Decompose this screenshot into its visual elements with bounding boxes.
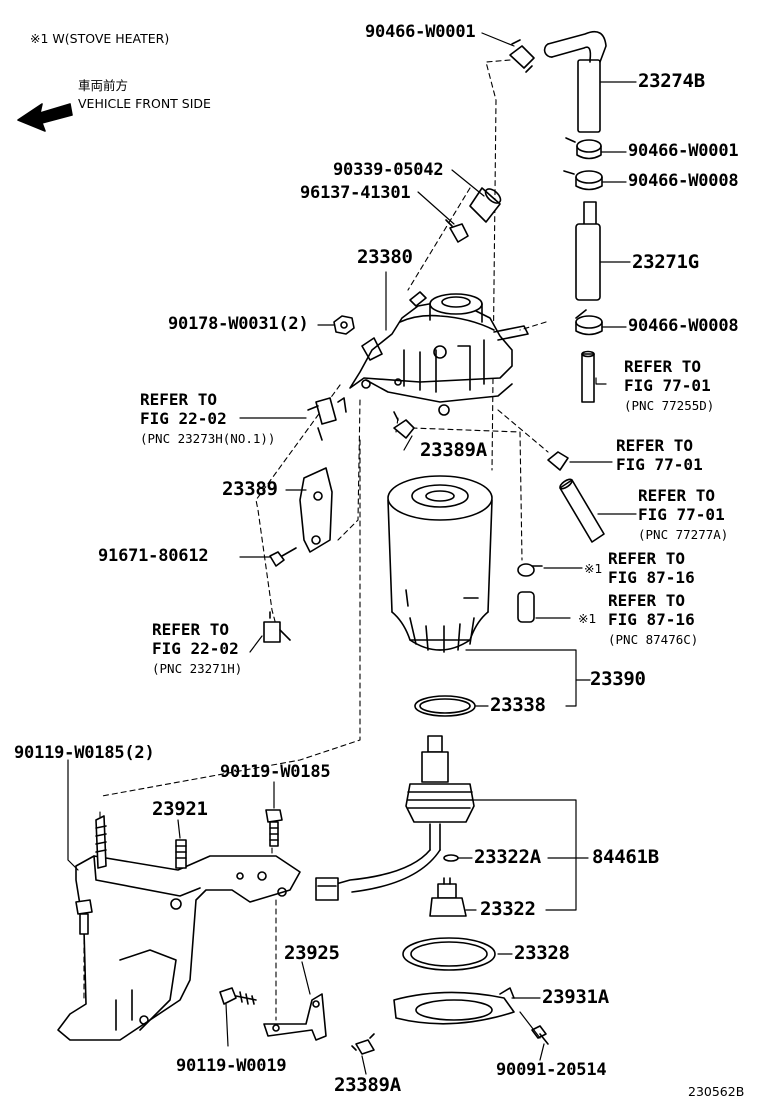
bolt-90119-w0019 — [219, 987, 257, 1005]
sensor-84461B — [315, 735, 475, 901]
ref-fig-22-02-23271H[interactable]: REFER TO FIG 22-02 (PNC 23271H) — [152, 620, 242, 678]
callout-23390[interactable]: 23390 — [590, 668, 646, 690]
ref-mark-87476C: ※1 — [578, 611, 597, 626]
ref-pnc: (PNC 23271H) — [152, 661, 243, 676]
callout-23380[interactable]: 23380 — [357, 246, 413, 268]
callout-90091-20514[interactable]: 90091-20514 — [496, 1060, 607, 1080]
filter-element-23390 — [387, 475, 493, 653]
stove-heater-note: ※1 W(STOVE HEATER) — [30, 31, 170, 46]
oring-23338 — [414, 695, 476, 717]
callout-23274B[interactable]: 23274B — [638, 70, 705, 92]
plug-96137-41301 — [445, 219, 469, 243]
connector-23273H — [307, 397, 347, 441]
hose-23271G — [575, 201, 601, 301]
callout-23389[interactable]: 23389 — [222, 478, 278, 500]
callout-90466-w0001-top[interactable]: 90466-W0001 — [365, 22, 476, 42]
bolt-90119-w0185-2 — [75, 899, 93, 935]
ref-text: REFER TO FIG 77-01 — [638, 486, 725, 524]
callout-23322A[interactable]: 23322A — [474, 846, 541, 868]
ref-text: REFER TO FIG 87-16 — [608, 549, 695, 587]
callout-90178-w0031[interactable]: 90178-W0031(2) — [168, 314, 309, 334]
gasket-23328 — [402, 937, 496, 971]
clamp-90466-w0008-b — [575, 309, 603, 336]
nut-90178-w0031 — [333, 315, 355, 335]
callout-91671-80612[interactable]: 91671-80612 — [98, 546, 209, 566]
clamp-90466-w0001 — [565, 137, 602, 160]
callout-23389A-top[interactable]: 23389A — [420, 439, 487, 461]
bolt-91671-80612 — [269, 547, 297, 567]
callout-90119-w0185-2[interactable]: 90119-W0185(2) — [14, 743, 155, 763]
callout-23271G[interactable]: 23271G — [632, 251, 699, 273]
ref-fig-87-16-87476C[interactable]: REFER TO FIG 87-16 (PNC 87476C) — [608, 591, 698, 649]
callout-23921[interactable]: 23921 — [152, 798, 208, 820]
hose-90339-05042 — [469, 187, 502, 223]
bracket-23389 — [299, 467, 333, 553]
ref-text: REFER TO FIG 77-01 — [624, 357, 711, 395]
ref-pnc: (PNC 77255D) — [624, 398, 715, 413]
clamp-90466-w0001-top — [509, 39, 535, 73]
callout-23389A-bottom[interactable]: 23389A — [334, 1074, 401, 1096]
ref-fig-77-01[interactable]: REFER TO FIG 77-01 — [616, 436, 703, 474]
direction-label-en: VEHICLE FRONT SIDE — [78, 96, 211, 111]
illustration-code: 230562B — [688, 1084, 745, 1099]
bolt-90119-w0185 — [265, 809, 283, 847]
retainer-23931A — [393, 987, 515, 1025]
callout-23322[interactable]: 23322 — [480, 898, 536, 920]
ref-pnc: (PNC 23273H(NO.1)) — [140, 431, 276, 446]
callout-23931A[interactable]: 23931A — [542, 986, 609, 1008]
callout-90466-w0001[interactable]: 90466-W0001 — [628, 141, 739, 161]
ref-mark-87-16: ※1 — [584, 561, 603, 576]
clip-23389A-top — [393, 411, 415, 439]
callout-90466-w0008-a[interactable]: 90466-W0008 — [628, 171, 739, 191]
ref-text: REFER TO FIG 22-02 — [140, 390, 227, 428]
callout-23338[interactable]: 23338 — [490, 694, 546, 716]
oring-23322A — [443, 854, 459, 862]
clamp-87-16 — [517, 563, 543, 577]
ref-fig-77-01-77277A[interactable]: REFER TO FIG 77-01 (PNC 77277A) — [638, 486, 728, 544]
ref-fig-77-01-77255D[interactable]: REFER TO FIG 77-01 (PNC 77255D) — [624, 357, 714, 415]
callout-23328[interactable]: 23328 — [514, 942, 570, 964]
filter-head-23380 — [349, 291, 529, 416]
ref-fig-22-02-23273H[interactable]: REFER TO FIG 22-02 (PNC 23273H(NO.1)) — [140, 390, 275, 448]
clamp-90466-w0008-a — [563, 170, 603, 191]
ref-fig-87-16[interactable]: REFER TO FIG 87-16 — [608, 549, 695, 587]
ref-pnc: (PNC 77277A) — [638, 527, 729, 542]
ref-text: REFER TO FIG 77-01 — [616, 436, 703, 474]
clamp-77-01 — [547, 451, 569, 471]
ref-text: REFER TO FIG 87-16 — [608, 591, 695, 629]
connector-23271H — [263, 611, 291, 643]
front-direction-arrow-icon — [17, 103, 73, 132]
ref-text: REFER TO FIG 22-02 — [152, 620, 239, 658]
callout-90119-w0185[interactable]: 90119-W0185 — [220, 762, 331, 782]
ref-pnc: (PNC 87476C) — [608, 632, 699, 647]
callout-90119-w0019[interactable]: 90119-W0019 — [176, 1056, 287, 1076]
hose-77277A — [559, 478, 605, 543]
callout-90339-05042[interactable]: 90339-05042 — [333, 160, 444, 180]
hose-87476C — [517, 591, 535, 623]
direction-label-jp: 車両前方 — [78, 78, 129, 93]
bracket-23925 — [263, 993, 327, 1041]
hose-23274B — [543, 30, 607, 133]
leader-lines — [67, 32, 637, 1075]
switch-23322 — [429, 877, 467, 917]
bolt-90091-20514 — [531, 1025, 549, 1045]
callout-84461B[interactable]: 84461B — [592, 846, 659, 868]
clip-23389A-bottom — [351, 1033, 375, 1055]
callout-90466-w0008-b[interactable]: 90466-W0008 — [628, 316, 739, 336]
bracket-assembly-23921 — [57, 815, 301, 1041]
callout-23925[interactable]: 23925 — [284, 942, 340, 964]
pipe-77255D — [581, 350, 595, 403]
callout-96137-41301[interactable]: 96137-41301 — [300, 183, 411, 203]
stud-23921 — [175, 839, 187, 869]
